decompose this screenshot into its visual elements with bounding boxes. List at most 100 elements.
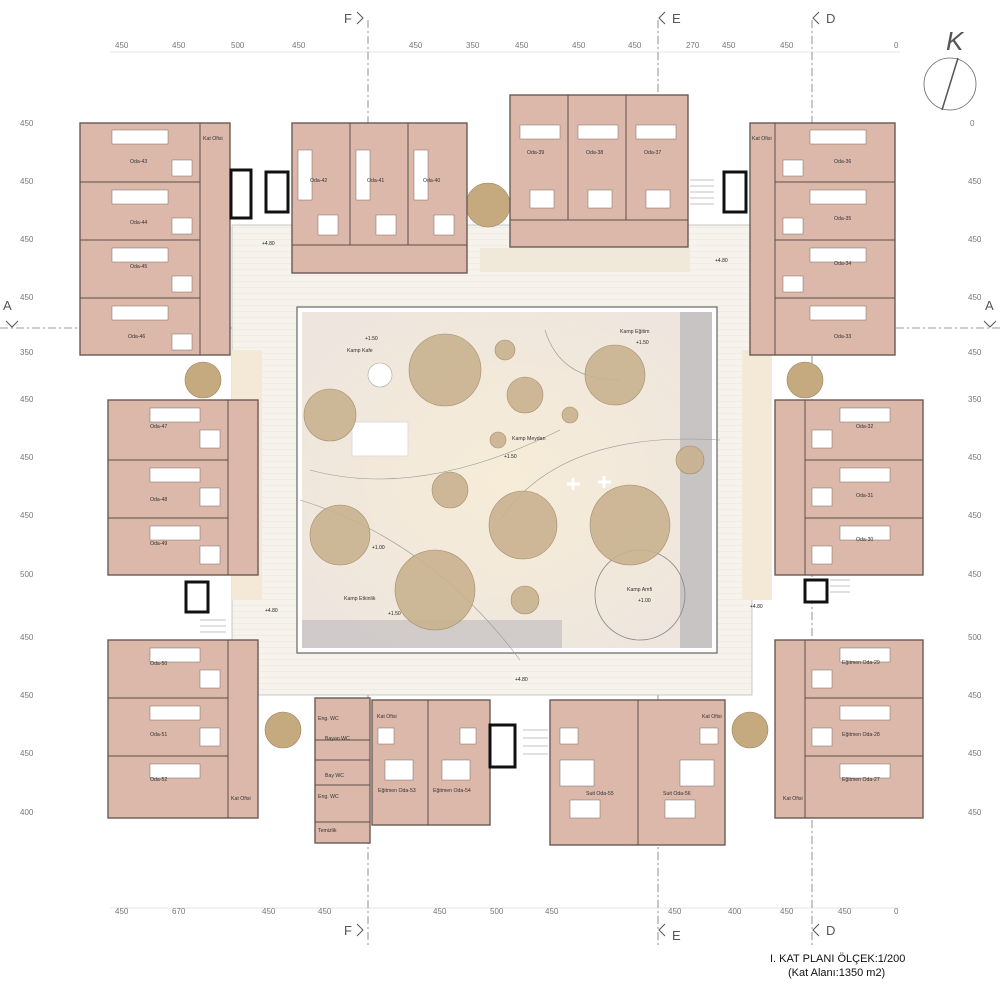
section-arrow-d-bottom: [812, 923, 820, 937]
dim-left-11: 450: [20, 691, 34, 700]
core-north-east: [722, 170, 748, 214]
title-line-1: I. KAT PLANI ÖLÇEK:1/200: [770, 953, 905, 965]
north-east-top-wing: [509, 94, 689, 248]
space-kamp-amfi: Kamp Amfi: [627, 587, 652, 593]
room-suit-oda-55: Suit Oda-55: [586, 791, 614, 797]
dim-right-6: 350: [968, 395, 982, 404]
dim-bottom-6: 500: [490, 907, 504, 916]
dim-bottom-3: 450: [262, 907, 276, 916]
dim-left-4: 450: [20, 293, 34, 302]
east-middle-wing: [774, 399, 924, 576]
room-egitmen-oda-29: Eğitmen Oda-29: [842, 660, 880, 666]
axis-e-top: E: [672, 11, 681, 26]
room-oda-49: Oda-49: [150, 541, 167, 547]
room-egitmen-oda-27: Eğitmen Oda-27: [842, 777, 880, 783]
dim-right-5: 450: [968, 348, 982, 357]
dim-right-1: 0: [970, 119, 975, 128]
elev-etkinlik-1: +1.00: [372, 545, 385, 551]
room-labels: Oda-43 Oda-44 Oda-45 Oda-46 Oda-47 Oda-4…: [128, 136, 880, 834]
dim-top-10: 270: [686, 41, 700, 50]
dimension-lines: 450 450 500 450 450 350 450 450 450 270 …: [20, 41, 982, 916]
room-kat-ofisi-sw: Kat Ofisi: [231, 796, 251, 802]
elev-meydan: +1.50: [504, 454, 517, 460]
room-bayan-wc: Bayan WC: [325, 736, 350, 742]
dim-bottom-5: 450: [433, 907, 447, 916]
section-arrow-e-bottom: [658, 923, 666, 937]
dim-top-7: 450: [515, 41, 529, 50]
dim-right-9: 450: [968, 570, 982, 579]
room-oda-36: Oda-36: [834, 159, 851, 165]
landscape-trees: [184, 182, 824, 749]
courtyard-symbols: [567, 476, 611, 490]
room-oda-46: Oda-46: [128, 334, 145, 340]
north-east-wing: [749, 122, 896, 356]
axis-a-right: A: [985, 298, 994, 313]
room-oda-50: Oda-50: [150, 661, 167, 667]
core-north-west: [229, 168, 253, 220]
dim-right-8: 450: [968, 511, 982, 520]
dim-right-11: 450: [968, 691, 982, 700]
dim-left-10: 450: [20, 633, 34, 642]
room-suit-oda-56: Suit Oda-56: [663, 791, 691, 797]
elev-egitim: +1.50: [636, 340, 649, 346]
dim-bottom-12: 0: [894, 907, 899, 916]
stair-cores: [184, 168, 850, 769]
room-oda-35: Oda-35: [834, 216, 851, 222]
section-arrow-f-bottom: [356, 923, 364, 937]
dim-right-7: 450: [968, 453, 982, 462]
axis-e-bottom: E: [672, 928, 681, 943]
room-oda-34: Oda-34: [834, 261, 851, 267]
room-egitmen-oda-54: Eğitmen Oda-54: [433, 788, 471, 794]
courtyard-trees: [303, 333, 705, 631]
core-north-west-lift: [264, 170, 290, 214]
room-kat-ofisi-ne: Kat Ofisi: [752, 136, 772, 142]
north-west-wing: [79, 122, 231, 356]
dim-bottom-4: 450: [318, 907, 332, 916]
section-arrow-d-top: [812, 11, 820, 25]
dim-left-8: 450: [20, 511, 34, 520]
courtyard-kiosk: [351, 421, 409, 457]
room-oda-43: Oda-43: [130, 159, 147, 165]
space-kamp-egitim: Kamp Eğitim: [620, 329, 649, 335]
section-arrow-f-top: [356, 11, 364, 25]
room-oda-41: Oda-41: [367, 178, 384, 184]
south-service-wing: [314, 697, 371, 844]
elev-deck-nw: +4.80: [262, 241, 275, 247]
dim-bottom-8: 450: [668, 907, 682, 916]
room-egitmen-oda-28: Eğitmen Oda-28: [842, 732, 880, 738]
dim-right-10: 500: [968, 633, 982, 642]
south-west-wing: [107, 639, 259, 819]
room-temizlik: Temizlik: [318, 828, 337, 834]
axis-a-left: A: [3, 298, 12, 313]
elev-kafe: +1.50: [365, 336, 378, 342]
dim-left-7: 450: [20, 453, 34, 462]
tree-north: [465, 182, 511, 228]
elev-deck-w: +4.80: [265, 608, 278, 614]
room-oda-37: Oda-37: [644, 150, 661, 156]
courtyard-labels: Kamp Kafe Kamp Eğitim Kamp Meydan Kamp E…: [262, 241, 763, 683]
room-egitmen-oda-53: Eğitmen Oda-53: [378, 788, 416, 794]
dim-top-1: 450: [115, 41, 129, 50]
dim-right-4: 450: [968, 293, 982, 302]
dim-bottom-1: 450: [115, 907, 129, 916]
dim-top-13: 0: [894, 41, 899, 50]
south-instructor-wing: [371, 699, 491, 826]
north-label: K: [946, 26, 965, 56]
dim-left-2: 450: [20, 177, 34, 186]
tree-south-west: [264, 711, 302, 749]
core-east: [803, 578, 829, 604]
dim-right-13: 450: [968, 808, 982, 817]
drawing-title: I. KAT PLANI ÖLÇEK:1/200 (Kat Alanı:1350…: [770, 953, 905, 979]
dim-top-8: 450: [572, 41, 586, 50]
room-eng-wc: Eng. WC: [318, 716, 339, 722]
room-oda-42: Oda-42: [310, 178, 327, 184]
courtyard-fountain: [367, 362, 393, 388]
room-kat-ofisi-s: Kat Ofisi: [377, 714, 397, 720]
room-oda-45: Oda-45: [130, 264, 147, 270]
room-oda-40: Oda-40: [423, 178, 440, 184]
dim-bottom-11: 450: [838, 907, 852, 916]
axis-d-bottom: D: [826, 923, 835, 938]
north-middle-wing: [291, 122, 468, 274]
room-oda-39: Oda-39: [527, 150, 544, 156]
